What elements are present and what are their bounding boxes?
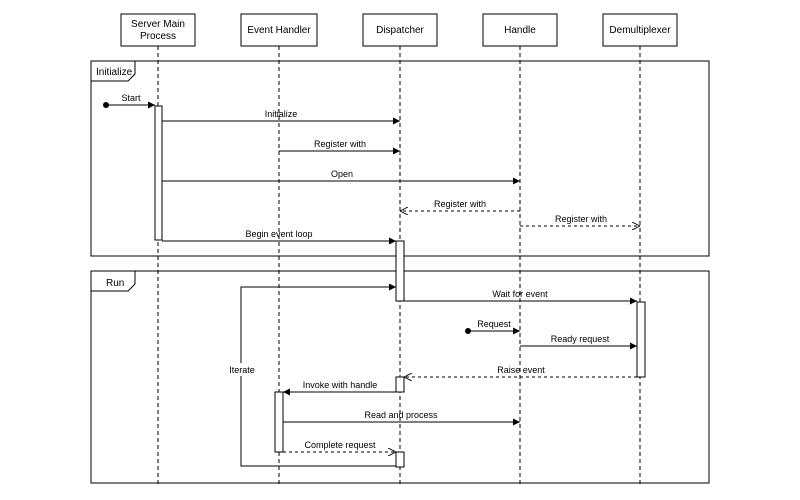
activation-demux — [636, 301, 646, 378]
activation-dispatcher-1 — [395, 240, 405, 302]
activation-dispatcher-3 — [395, 451, 405, 468]
participant-event-handler-label: Event Handler — [247, 25, 311, 36]
activation-event-handler — [274, 391, 284, 453]
participant-handle-label: Handle — [504, 25, 536, 36]
message-register-handle-label: Register with — [434, 199, 486, 209]
participant-handle: Handle — [482, 13, 558, 47]
participant-server-label-1: Server Main — [131, 19, 185, 30]
participant-dispatcher: Dispatcher — [362, 13, 438, 47]
message-ready-request-label: Ready request — [551, 334, 610, 344]
message-read-process-label: Read and process — [364, 410, 438, 420]
message-register-demux-label: Register with — [555, 214, 607, 224]
frame-initialize-label: Initialize — [96, 67, 133, 78]
iterate-loop: Iterate — [226, 283, 396, 467]
participant-event-handler: Event Handler — [240, 13, 318, 47]
participant-server: Server Main Process — [120, 13, 196, 47]
message-begin-loop-label: Begin event loop — [245, 229, 312, 239]
iterate-loop-path — [240, 283, 396, 467]
activations — [154, 105, 646, 468]
frame-run-label: Run — [106, 278, 124, 289]
frame-initialize: Initialize — [90, 60, 710, 257]
message-start-label: Start — [121, 93, 141, 103]
message-request-label: Request — [477, 319, 511, 329]
iterate-label: Iterate — [229, 365, 255, 375]
message-register-eh-label: Register with — [314, 139, 366, 149]
message-raise-event-label: Raise event — [497, 365, 545, 375]
participant-server-label-2: Process — [140, 31, 176, 42]
participant-demux: Demultiplexer — [602, 13, 678, 47]
message-open-label: Open — [331, 169, 353, 179]
message-initialize-label: Initialize — [265, 109, 298, 119]
messages: Start Initialize Register with Open Regi… — [103, 93, 640, 452]
frame-run: Run — [90, 270, 710, 484]
activation-server — [154, 105, 163, 241]
activation-dispatcher-2 — [395, 376, 405, 393]
message-complete-request-label: Complete request — [304, 440, 376, 450]
participant-dispatcher-label: Dispatcher — [376, 25, 424, 36]
message-invoke-handle-label: Invoke with handle — [303, 380, 378, 390]
message-wait-event-label: Wait for event — [492, 289, 548, 299]
participant-demux-label: Demultiplexer — [609, 25, 671, 36]
